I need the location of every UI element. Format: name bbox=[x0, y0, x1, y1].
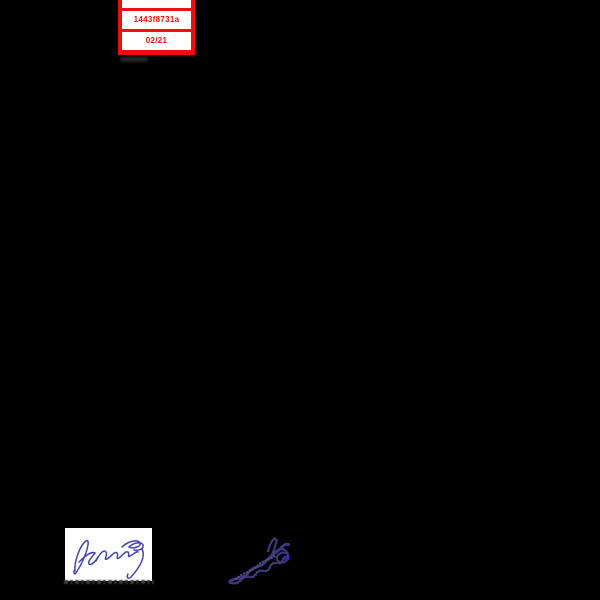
stamp-hash-value: 1443f8731a bbox=[122, 11, 191, 29]
card-torn-edge bbox=[64, 580, 154, 584]
signature-card bbox=[65, 528, 152, 581]
stamp-date-value: 02/21 bbox=[122, 32, 191, 50]
scribble-signature-icon bbox=[228, 537, 291, 585]
ink-blot bbox=[228, 580, 233, 584]
stamp-shadow-smudge bbox=[120, 57, 148, 62]
handwritten-signature-icon bbox=[73, 539, 144, 579]
scribble-signature bbox=[224, 533, 294, 588]
stamp-top-row-cutoff bbox=[122, 0, 191, 8]
verification-stamp: 1443f8731a 02/21 bbox=[118, 0, 195, 55]
ink-blot bbox=[284, 555, 290, 561]
